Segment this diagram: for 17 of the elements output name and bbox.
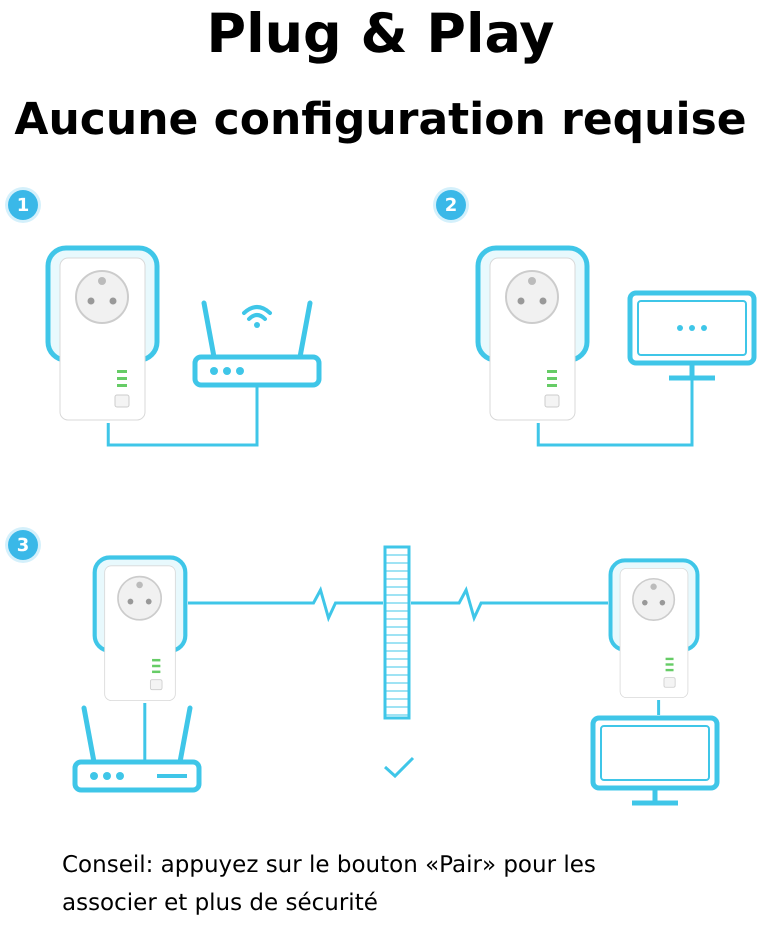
subtitle: Aucune configuration requise [13, 94, 748, 145]
powerline-adapter-drawing [92, 555, 188, 703]
cable-line [188, 586, 383, 622]
title: Plug & Play [206, 2, 556, 65]
step-number: 1 [8, 190, 38, 220]
powerline-adapter-drawing [608, 558, 700, 700]
step-number: 3 [8, 530, 38, 560]
tip-note: Conseil: appuyez sur le bouton «Pair» pour les associer et plus de sécurité [62, 851, 597, 918]
powerline-adapter-drawing [45, 245, 160, 423]
cable-line [143, 703, 146, 762]
powerline-adapter-drawing [475, 245, 590, 423]
step-number: 2 [436, 190, 466, 220]
cable-line [536, 379, 694, 446]
cable-line [411, 586, 608, 622]
wall-drawing [383, 545, 411, 720]
cable-line [106, 385, 258, 446]
cable-line [657, 700, 660, 715]
